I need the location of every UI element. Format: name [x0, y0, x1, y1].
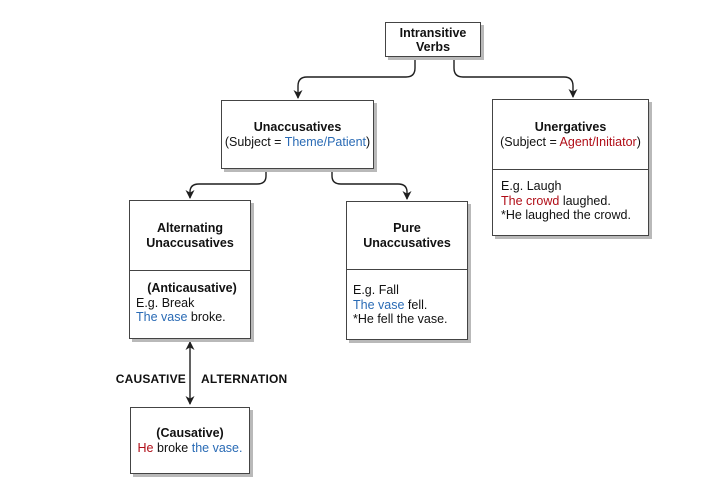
node-causative: (Causative) He broke the vase. — [130, 407, 250, 474]
anticausative-label: (Anticausative) — [147, 281, 237, 295]
arrow-unaccusatives-to-alternating — [185, 169, 267, 199]
node-unaccusatives: Unaccusatives (Subject = Theme/Patient) — [221, 100, 374, 169]
example-sentence: He broke the vase. — [138, 441, 243, 456]
subject-line: (Subject = Agent/Initiator) — [500, 135, 641, 150]
ungrammatical-sentence: *He fell the vase. — [353, 312, 448, 326]
subject-role: Agent/Initiator — [559, 134, 637, 149]
sentence-verb: broke — [153, 440, 192, 455]
causative-alternation-label-right: ALTERNATION — [201, 372, 288, 386]
node-title: Pure Unaccusatives — [363, 221, 451, 250]
unergatives-examples: E.g. Laugh The crowd laughed. *He laughe… — [493, 170, 648, 223]
subject-line: (Subject = Theme/Patient) — [225, 135, 370, 150]
node-title: Unaccusatives — [253, 120, 342, 134]
pure-header: Pure Unaccusatives — [347, 202, 467, 270]
node-title: Intransitive Verbs — [399, 25, 467, 54]
example-label: E.g. Laugh — [501, 179, 562, 193]
example-label: E.g. Break — [136, 295, 195, 310]
subject-close: ) — [636, 134, 641, 149]
subject-open: (Subject = — [224, 134, 285, 149]
arrow-unaccusatives-to-pure — [331, 169, 412, 200]
node-title: Alternating Unaccusatives — [146, 221, 234, 250]
pure-examples: E.g. Fall The vase fell. *He fell the va… — [347, 270, 467, 327]
example-sentence: The vase broke. — [136, 310, 248, 325]
subject-open: (Subject = — [500, 134, 560, 149]
example-sentence: The crowd laughed. — [501, 194, 644, 209]
arrow-intransitive-to-unergatives — [453, 57, 578, 98]
sentence-subject: The vase — [136, 310, 188, 324]
example-sentence: The vase fell. — [353, 298, 465, 313]
node-pure-unaccusatives: Pure Unaccusatives E.g. Fall The vase fe… — [346, 201, 468, 340]
sentence-subject: The crowd — [501, 193, 560, 208]
alternating-header: Alternating Unaccusatives — [130, 201, 250, 271]
causative-label: (Causative) — [156, 425, 224, 440]
alternating-examples: (Anticausative) E.g. Break The vase brok… — [130, 271, 250, 325]
causative-alternation-label-left: CAUSATIVE — [115, 372, 186, 386]
sentence-rest: laughed. — [559, 193, 611, 208]
subject-close: ) — [366, 134, 371, 149]
node-unergatives: Unergatives (Subject = Agent/Initiator) … — [492, 99, 649, 236]
unergatives-header: Unergatives (Subject = Agent/Initiator) — [493, 100, 648, 170]
sentence-rest: broke. — [187, 310, 226, 324]
sentence-subject: The vase — [353, 297, 405, 312]
example-label: E.g. Fall — [353, 283, 399, 297]
subject-role: Theme/Patient — [284, 134, 366, 149]
node-title: Unergatives — [534, 120, 607, 134]
sentence-rest: fell. — [404, 297, 428, 312]
node-alternating-unaccusatives: Alternating Unaccusatives (Anticausative… — [129, 200, 251, 339]
sentence-object: the vase. — [191, 440, 243, 455]
arrow-intransitive-to-unaccusatives — [293, 57, 416, 99]
ungrammatical-sentence: *He laughed the crowd. — [501, 208, 631, 222]
sentence-agent: He — [137, 440, 154, 455]
node-intransitive-verbs: Intransitive Verbs — [385, 22, 481, 57]
